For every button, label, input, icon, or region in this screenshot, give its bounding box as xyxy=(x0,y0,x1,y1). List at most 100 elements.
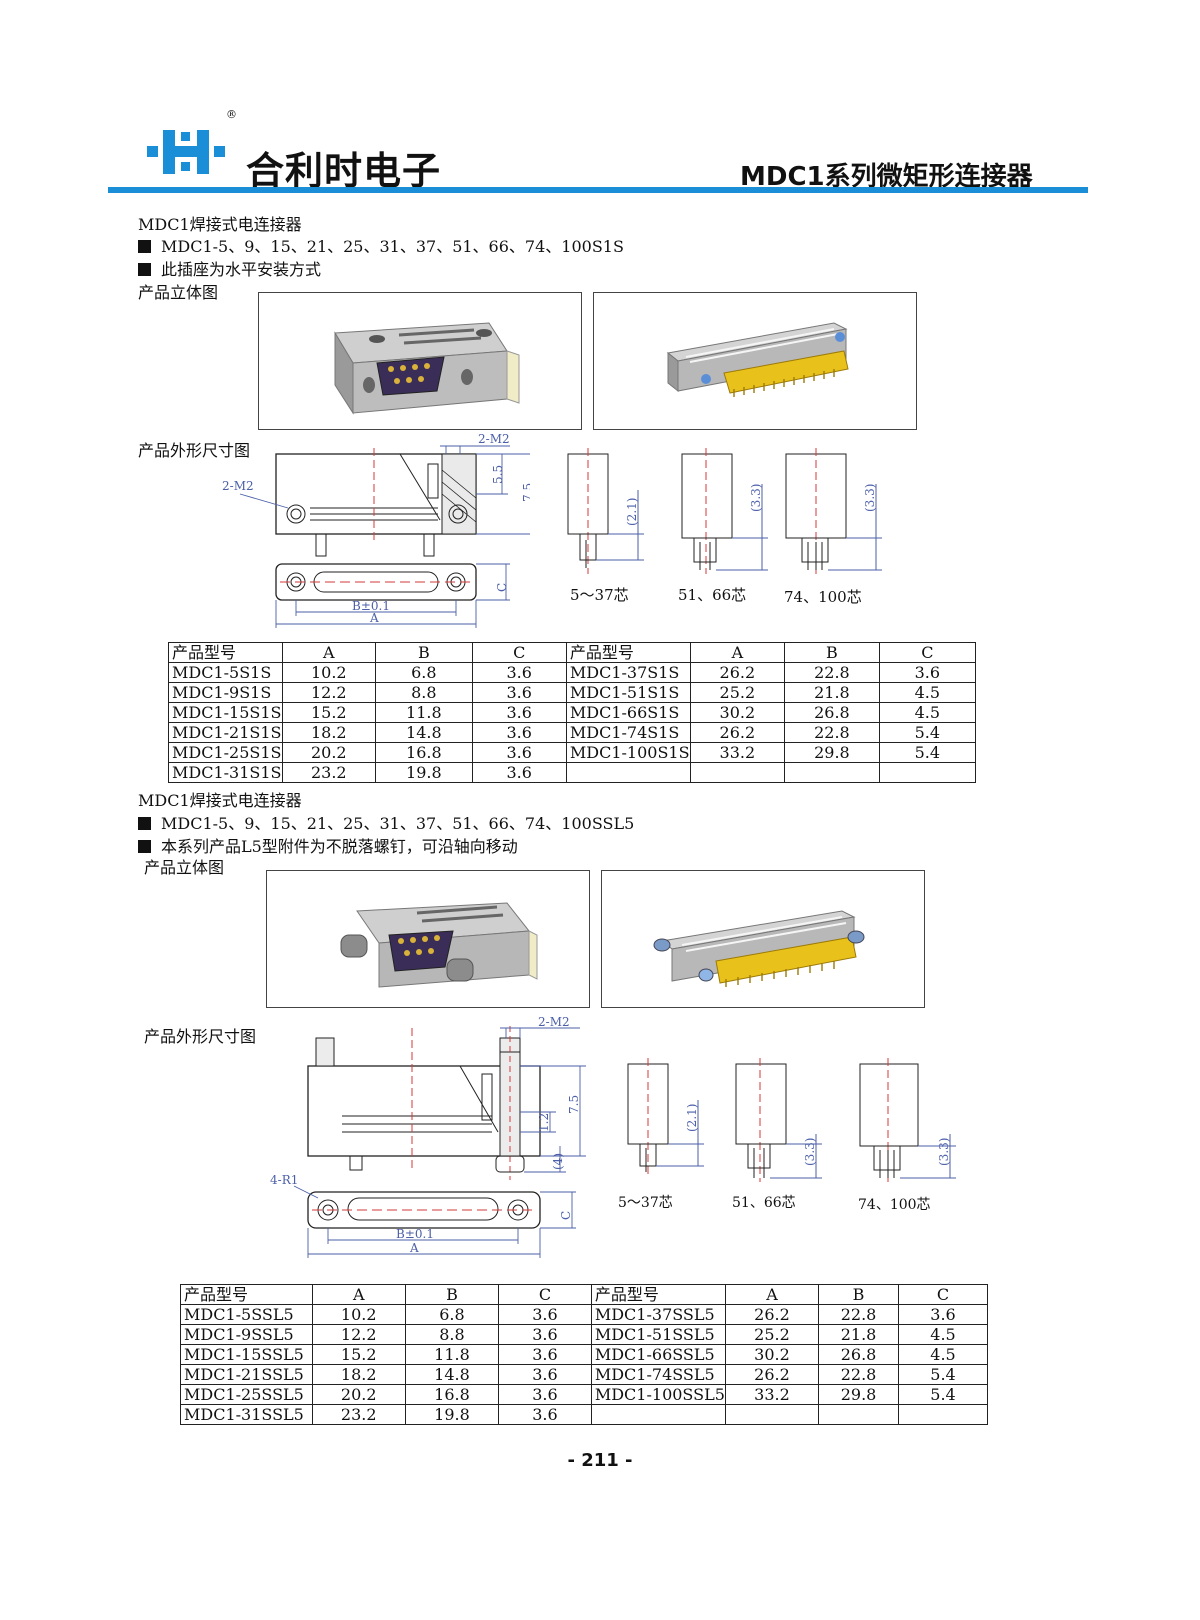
table-cell: 14.8 xyxy=(375,722,473,743)
table-cell: MDC1-31S1S xyxy=(168,762,283,783)
table-cell: 20.2 xyxy=(281,742,377,763)
square-bullet-icon xyxy=(138,817,151,830)
section2-bullet-1: MDC1-5、9、15、21、25、31、37、51、66、74、100SSL5 xyxy=(138,815,634,833)
table-cell: MDC1-15S1S xyxy=(168,702,283,723)
section1-dims-label: 产品外形尺寸图 xyxy=(138,441,251,460)
table-cell: 26.8 xyxy=(784,702,880,723)
table-cell: 12.2 xyxy=(311,1324,406,1345)
table-header-cell: 产品型号 xyxy=(168,642,283,663)
bullet-text: MDC1-5、9、15、21、25、31、37、51、66、74、100SSL5 xyxy=(161,814,635,833)
table-cell: 11.8 xyxy=(375,702,473,723)
product-3d-image-rear-screws xyxy=(601,870,925,1008)
table-cell: 3.6 xyxy=(471,702,567,723)
registered-mark: ® xyxy=(226,108,237,121)
table-cell: 4.5 xyxy=(898,1344,988,1365)
table-cell xyxy=(784,762,880,783)
table-cell: 6.8 xyxy=(375,662,473,683)
side-view-dim: (3.3) xyxy=(749,484,763,512)
table-cell xyxy=(590,1404,726,1425)
section1-outline-drawing: 2-M2 2-M2 5.5 7.5 C B±0.1 A xyxy=(222,432,530,628)
table-cell: 20.2 xyxy=(311,1384,406,1405)
table-cell: MDC1-37S1S xyxy=(565,662,691,683)
table-header-cell: A xyxy=(724,1284,820,1305)
table-cell: 3.6 xyxy=(498,1304,592,1325)
table-cell: 3.6 xyxy=(878,662,977,683)
side-view-caption-3: 74、100芯 xyxy=(784,588,862,606)
table-header-cell: 产品型号 xyxy=(180,1284,313,1305)
table-cell: 4.5 xyxy=(898,1324,988,1345)
table-header-cell: A xyxy=(689,642,786,663)
table-cell: 29.8 xyxy=(818,1384,899,1405)
label-7-5: 7.5 xyxy=(567,1095,581,1114)
table-cell: 3.6 xyxy=(498,1404,592,1425)
table-cell: 26.8 xyxy=(818,1344,899,1365)
square-bullet-icon xyxy=(138,263,151,276)
brand-logo xyxy=(143,112,238,192)
table-cell: MDC1-5S1S xyxy=(168,662,283,683)
table-cell: MDC1-5SSL5 xyxy=(180,1304,313,1325)
table-header-cell: C xyxy=(878,642,977,663)
table-cell: 15.2 xyxy=(281,702,377,723)
side-view-caption-3: 74、100芯 xyxy=(858,1197,931,1213)
table-header-cell: B xyxy=(404,1284,500,1305)
section2-title: MDC1焊接式电连接器 xyxy=(138,791,302,810)
label-c: C xyxy=(495,583,509,592)
section2-side-view-1: (2.1) xyxy=(627,1058,704,1176)
table-cell: 29.8 xyxy=(784,742,880,763)
label-1-2: 1.2 xyxy=(537,1113,551,1132)
side-view-dim: (3.3) xyxy=(863,484,877,512)
table-cell xyxy=(898,1404,988,1425)
table-cell: 3.6 xyxy=(471,742,567,763)
table-header-cell: B xyxy=(818,1284,899,1305)
section1-bullet-2: 此插座为水平安装方式 xyxy=(138,261,321,279)
table-cell xyxy=(878,762,977,783)
table-cell: 22.8 xyxy=(784,662,880,683)
table-cell: 10.2 xyxy=(311,1304,406,1325)
table-cell: 25.2 xyxy=(724,1324,820,1345)
table-cell: 5.4 xyxy=(898,1364,988,1385)
table-cell: MDC1-100S1S xyxy=(565,742,691,763)
bullet-text: MDC1-5、9、15、21、25、31、37、51、66、74、100S1S xyxy=(161,237,624,256)
table-cell: 21.8 xyxy=(818,1324,899,1345)
table-cell: MDC1-100SSL5 xyxy=(590,1384,726,1405)
table-cell: 30.2 xyxy=(724,1344,820,1365)
table-cell: 4.5 xyxy=(878,702,977,723)
section2-outline-drawing: 2-M2 4-R1 1.2 7.5 (4) C B±0.1 A xyxy=(270,1015,586,1258)
label-2m2-top: 2-M2 xyxy=(538,1015,570,1029)
table-cell: 33.2 xyxy=(724,1384,820,1405)
table-cell: MDC1-66SSL5 xyxy=(590,1344,726,1365)
table-cell: 16.8 xyxy=(404,1384,500,1405)
table-cell: 26.2 xyxy=(689,722,786,743)
table-cell: 21.8 xyxy=(784,682,880,703)
table-cell: 22.8 xyxy=(818,1304,899,1325)
table-cell: 5.4 xyxy=(878,722,977,743)
table-cell: 15.2 xyxy=(311,1344,406,1365)
table-cell: 3.6 xyxy=(498,1324,592,1345)
table-cell: 26.2 xyxy=(724,1304,820,1325)
label-4r1: 4-R1 xyxy=(270,1173,298,1187)
section1-side-view-3: (3.3) xyxy=(785,448,882,574)
table-cell: 12.2 xyxy=(281,682,377,703)
table-cell: 5.4 xyxy=(878,742,977,763)
table-header-cell: C xyxy=(898,1284,988,1305)
table-cell: MDC1-25S1S xyxy=(168,742,283,763)
bullet-text: 此插座为水平安装方式 xyxy=(161,260,322,279)
table-cell: MDC1-37SSL5 xyxy=(590,1304,726,1325)
table-cell: MDC1-74S1S xyxy=(565,722,691,743)
section2-3d-label: 产品立体图 xyxy=(144,858,225,877)
header-rule xyxy=(108,187,1088,193)
side-view-dim: (2.1) xyxy=(685,1104,699,1132)
bullet-text: 本系列产品L5型附件为不脱落螺钉，可沿轴向移动 xyxy=(161,837,518,856)
label-5-5: 5.5 xyxy=(491,465,505,484)
